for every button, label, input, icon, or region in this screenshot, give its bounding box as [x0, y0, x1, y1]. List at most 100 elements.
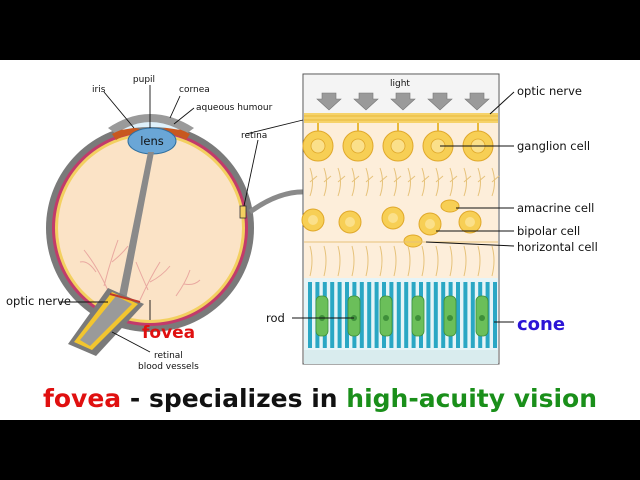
- rod-and-cone-row: [308, 282, 497, 348]
- caption-term: fovea: [43, 384, 121, 413]
- iris-label: iris: [92, 85, 106, 95]
- rod-cell: [337, 282, 342, 348]
- rod-cell: [367, 282, 372, 348]
- outer-synapse-branch: [421, 245, 425, 277]
- rod-cell: [396, 282, 401, 348]
- vitreous-body: [58, 136, 242, 320]
- light-arrow-icon: [353, 92, 379, 111]
- caption-middle: - specializes in: [121, 384, 346, 413]
- ganglion-nucleus: [390, 138, 406, 154]
- light-arrow-icon: [464, 92, 490, 111]
- cone-nucleus: [479, 315, 485, 321]
- optic-nerve-stalk: [68, 288, 144, 356]
- caption-highlight: high-acuity vision: [346, 384, 597, 413]
- bipolar-nucleus: [425, 219, 435, 229]
- optic-nerve-inner: [118, 152, 154, 300]
- synapse-branch: [449, 167, 458, 197]
- ganglion-cell-label: ganglion cell: [517, 139, 590, 153]
- outer-synapse-branch: [379, 245, 383, 277]
- synapse-branch: [337, 167, 346, 197]
- amacrine-cell: [440, 199, 460, 213]
- ganglion-nucleus: [310, 138, 326, 154]
- bipolar-nucleus: [345, 217, 355, 227]
- bipolar-nucleus: [388, 213, 398, 223]
- rod-cell: [330, 282, 335, 348]
- outer-synapse-branch: [309, 245, 313, 277]
- rod-cell: [359, 282, 364, 348]
- rod-cell: [308, 282, 312, 348]
- aqueous-humour-label: aqueous humour: [196, 103, 273, 113]
- light-arrow-icon: [427, 92, 453, 111]
- outer-synapse-branch: [477, 245, 481, 277]
- rod-cell: [426, 282, 431, 348]
- cornea: [108, 114, 194, 134]
- outer-synapse-branch: [491, 245, 495, 277]
- aqueous-humour: [122, 122, 180, 130]
- synapse-branch: [309, 167, 318, 197]
- eye-leader-lines: [60, 85, 259, 353]
- synapse-branch: [463, 167, 472, 197]
- rod-cell: [433, 282, 438, 348]
- cone-nucleus: [383, 315, 389, 321]
- retinal-blood-vessel-lines: [79, 239, 201, 301]
- light-arrow-icon: [390, 92, 416, 111]
- optic-nerve-left-label: optic nerve: [6, 294, 71, 308]
- rod-cell: [345, 282, 349, 348]
- outer-synapse-branch: [323, 245, 327, 277]
- synapse-branch: [491, 167, 500, 197]
- light-arrows: [316, 92, 490, 111]
- outer-synapse-branch: [337, 245, 341, 277]
- cone-label: cone: [517, 314, 565, 335]
- synapse-branch: [435, 167, 444, 197]
- caption: fovea - specializes in high-acuity visio…: [43, 384, 597, 413]
- outer-synapse-branch: [351, 245, 355, 277]
- bipolar-nucleus: [465, 217, 475, 227]
- ganglion-nucleus: [350, 138, 366, 154]
- iris: [112, 127, 142, 140]
- rod-cell: [441, 282, 446, 348]
- inner-nuclear-cell-rows: [301, 167, 500, 277]
- outer-synapse-branch: [435, 245, 439, 277]
- horizontal-cell: [403, 234, 423, 248]
- synapse-branch: [477, 167, 486, 197]
- nerve-fiber-layer: [304, 113, 498, 123]
- bipolar-cell-label: bipolar cell: [517, 224, 580, 238]
- synapse-branch: [379, 167, 388, 197]
- synapse-branch: [421, 167, 430, 197]
- rod-cell: [404, 282, 409, 348]
- retina-to-eye-line: [245, 119, 304, 135]
- optic-nerve-right-label: optic nerve: [517, 84, 582, 98]
- outer-synapse-branch: [393, 245, 397, 277]
- light-label: light: [390, 79, 410, 89]
- light-arrow-icon: [316, 92, 342, 111]
- synapse-branch: [323, 167, 332, 197]
- letterbox-bottom: [0, 420, 640, 480]
- fovea-label: fovea: [142, 323, 195, 343]
- outer-synapse-branch: [449, 245, 453, 277]
- cone-nucleus: [447, 315, 453, 321]
- rod-cell: [463, 282, 468, 348]
- outer-synapse-branch: [365, 245, 369, 277]
- retinal-label-line1: retinal: [154, 351, 183, 361]
- synapse-branch: [393, 167, 402, 197]
- rod-label: rod: [266, 311, 285, 325]
- cornea-label: cornea: [179, 85, 210, 95]
- bipolar-nucleus: [308, 215, 318, 225]
- synapse-branch: [365, 167, 374, 197]
- eye-cross-section: lens: [46, 114, 322, 356]
- rod-cell: [374, 282, 379, 348]
- amacrine-cell-label: amacrine cell: [517, 201, 594, 215]
- retina-sample-marker: [239, 205, 247, 219]
- outer-synapse-branch: [463, 245, 467, 277]
- lens-label: lens: [140, 134, 164, 148]
- rod-cell: [456, 282, 460, 348]
- synapse-branch: [407, 167, 416, 197]
- retina-label: retina: [241, 131, 267, 141]
- pigment-epithelium: [304, 350, 498, 364]
- retina-leader-lines: [292, 91, 515, 323]
- retinal-label-line2: blood vessels: [138, 362, 199, 372]
- outer-synapse-branch: [407, 245, 411, 277]
- rod-cell: [493, 282, 497, 348]
- cone-nucleus: [415, 315, 421, 321]
